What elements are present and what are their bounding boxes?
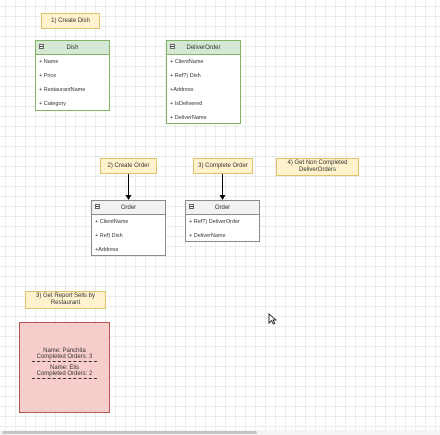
deliver-order-class-title: DeliverOrder bbox=[186, 44, 221, 51]
dish-field[interactable]: + Name bbox=[39, 59, 59, 65]
deliver-order-field[interactable]: + Ref?) Dish bbox=[170, 73, 201, 79]
report-separator bbox=[32, 378, 97, 379]
scrollbar-thumb[interactable] bbox=[2, 431, 257, 434]
deliver-order-field[interactable]: + DeliverName bbox=[170, 115, 207, 121]
collapse-icon[interactable] bbox=[95, 204, 100, 209]
report-sticky-note[interactable]: Name: Panchita Completed Orders: 3 Name:… bbox=[19, 322, 110, 413]
deliver-order-class[interactable]: DeliverOrder + ClientName + Ref?) Dish +… bbox=[166, 40, 241, 124]
collapse-icon[interactable] bbox=[189, 204, 194, 209]
order-complete-class-title: Order bbox=[214, 204, 231, 211]
order-complete-class[interactable]: Order + Ref?) DeliverOrder + DeliverName bbox=[185, 200, 260, 242]
report-entry-name: Name: Elis bbox=[49, 365, 79, 371]
note-complete-order[interactable]: 3) Complete Order bbox=[193, 158, 253, 174]
dish-field[interactable]: + RestaurantName bbox=[39, 87, 86, 93]
dish-class-title: Dish bbox=[66, 44, 79, 51]
note-create-dish-label: 1) Create Dish bbox=[51, 17, 90, 24]
order-create-field[interactable]: + ClientName bbox=[95, 219, 129, 225]
note-get-non-completed-line2: DeliverOrders bbox=[298, 167, 336, 173]
order-create-class-title: Order bbox=[120, 204, 137, 211]
order-create-field[interactable]: +Address bbox=[95, 247, 119, 253]
order-create-class[interactable]: Order + ClientName + Ref) Dish +Address bbox=[91, 200, 166, 256]
deliver-order-field[interactable]: + ClientName bbox=[170, 59, 204, 65]
report-separator bbox=[32, 361, 97, 362]
deliver-order-field[interactable]: +Address bbox=[170, 87, 194, 93]
collapse-icon[interactable] bbox=[170, 44, 175, 49]
report-entry-completed: Completed Orders: 2 bbox=[36, 371, 93, 377]
mouse-cursor-icon bbox=[268, 313, 277, 325]
report-entry-completed: Completed Orders: 3 bbox=[36, 354, 93, 360]
note-report-sells[interactable]: 3) Get Report Sells by Restaurant bbox=[25, 291, 106, 309]
note-create-order-label: 2) Create Order bbox=[107, 162, 150, 169]
deliver-order-class-header[interactable]: DeliverOrder bbox=[167, 41, 240, 55]
note-get-non-completed[interactable]: 4) Get Non Completed DeliverOrders bbox=[276, 158, 359, 176]
dish-class-header[interactable]: Dish bbox=[36, 41, 109, 55]
order-complete-field[interactable]: + Ref?) DeliverOrder bbox=[189, 219, 240, 225]
report-entry-name: Name: Panchita bbox=[43, 348, 86, 354]
note-report-sells-line2: Restaurant bbox=[50, 300, 81, 306]
deliver-order-field[interactable]: + IsDelivered bbox=[170, 101, 203, 107]
order-create-class-header[interactable]: Order bbox=[92, 201, 165, 215]
order-complete-field[interactable]: + DeliverName bbox=[189, 233, 226, 239]
dish-class[interactable]: Dish + Name + Price + RestaurantName + C… bbox=[35, 40, 110, 111]
order-create-field[interactable]: + Ref) Dish bbox=[95, 233, 123, 239]
note-get-non-completed-line1: 4) Get Non Completed bbox=[287, 160, 348, 166]
note-complete-order-label: 3) Complete Order bbox=[198, 162, 248, 169]
dish-field[interactable]: + Price bbox=[39, 73, 57, 79]
collapse-icon[interactable] bbox=[39, 44, 44, 49]
horizontal-scrollbar[interactable] bbox=[0, 430, 440, 435]
note-create-order[interactable]: 2) Create Order bbox=[100, 158, 157, 174]
order-complete-class-header[interactable]: Order bbox=[186, 201, 259, 215]
note-create-dish[interactable]: 1) Create Dish bbox=[41, 13, 100, 29]
dish-field[interactable]: + Category bbox=[39, 101, 67, 107]
note-report-sells-line1: 3) Get Report Sells by bbox=[35, 293, 96, 299]
